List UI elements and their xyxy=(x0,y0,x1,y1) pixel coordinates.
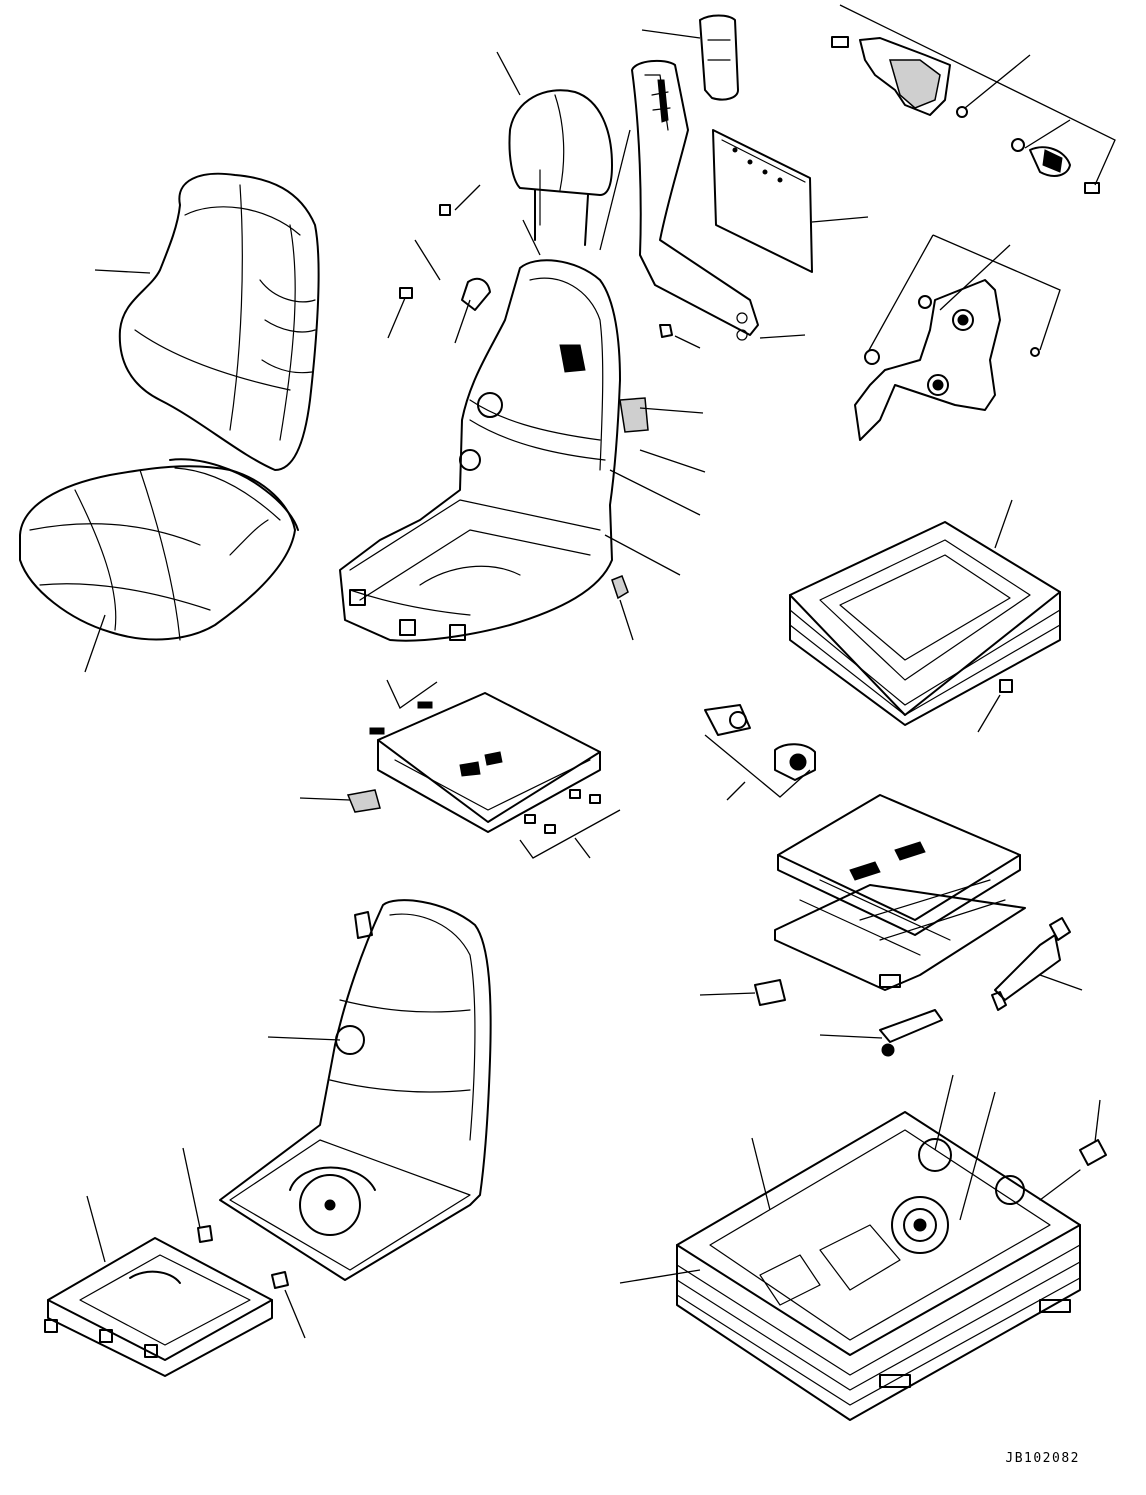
back-pocket-panel xyxy=(712,129,813,273)
headrest xyxy=(508,89,613,246)
armrest xyxy=(631,59,759,341)
side-cover xyxy=(854,279,1040,441)
drawing-code: JB102082 xyxy=(1005,1451,1080,1466)
seat-bottom-cushion xyxy=(19,458,299,641)
armrest-cap xyxy=(699,14,739,101)
base-bracket xyxy=(44,1225,289,1377)
seat-frame-lower xyxy=(219,899,492,1281)
leader-lines xyxy=(84,4,1116,1339)
suspension-assembly xyxy=(676,1111,1107,1421)
slide-rail-plate xyxy=(346,692,601,834)
recline-lever-assembly xyxy=(831,36,1100,194)
shock-absorber xyxy=(754,917,1071,1057)
suspension-scissor-unit xyxy=(774,794,1026,991)
switch-connectors xyxy=(704,704,816,781)
suspension-bellows-cover xyxy=(789,521,1061,726)
seat-frame-upper xyxy=(339,204,673,642)
seat-back-cushion xyxy=(118,172,320,471)
